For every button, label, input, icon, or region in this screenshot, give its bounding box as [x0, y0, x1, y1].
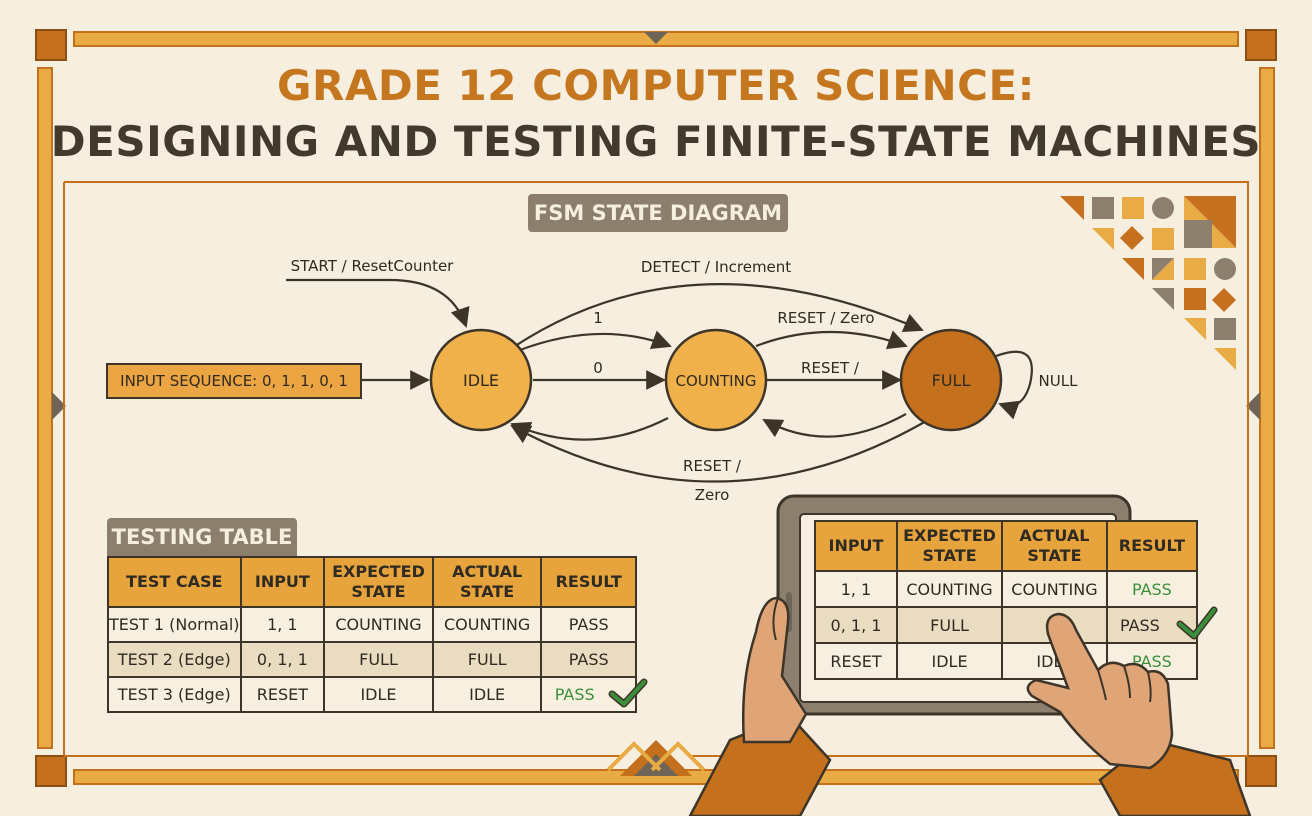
- fsm-states: [429, 328, 1003, 432]
- table-row: TEST 2 (Edge) 0, 1, 1 FULL FULL PASS: [107, 641, 637, 678]
- state-full: [899, 328, 1003, 432]
- cell-result: PASS: [1105, 606, 1199, 644]
- edge-idle-counting-top: [519, 330, 672, 352]
- cell: [1001, 606, 1108, 644]
- cell: IDLE: [895, 642, 1004, 680]
- title-line-2: DESIGNING AND TESTING FINITE-STATE MACHI…: [50, 117, 1262, 166]
- table-row: TEST 1 (Normal) 1, 1 COUNTING COUNTING P…: [107, 606, 637, 643]
- cell: FULL: [895, 606, 1004, 644]
- cell: TEST 2 (Edge): [107, 641, 242, 678]
- cell: COUNTING: [431, 606, 543, 643]
- testing-table-heading: TESTING TABLE: [107, 518, 297, 556]
- col-header: RESULT: [540, 556, 637, 608]
- cell: RESET: [239, 676, 326, 713]
- edge-counting-idle: [510, 417, 669, 441]
- cell-result: PASS: [540, 606, 637, 643]
- cell-result: PASS: [540, 641, 637, 678]
- edge-full-idle: [510, 419, 929, 483]
- geometric-pattern: [1060, 196, 1236, 370]
- cell: RESET: [814, 642, 898, 680]
- cell-result: PASS: [540, 676, 637, 713]
- tablet-table: INPUT EXPECTED STATE ACTUAL STATE RESULT…: [814, 520, 1199, 680]
- edge-start: [286, 278, 470, 328]
- edge-full-counting: [762, 413, 907, 438]
- cell: 0, 1, 1: [239, 641, 326, 678]
- cell: TEST 3 (Edge): [107, 676, 242, 713]
- cell: IDLE: [1001, 642, 1108, 680]
- col-header: EXPECTED STATE: [895, 520, 1004, 572]
- cell-result: PASS: [1105, 642, 1199, 680]
- tablet-table-header-row: INPUT EXPECTED STATE ACTUAL STATE RESULT: [814, 520, 1199, 572]
- col-header: TEST CASE: [107, 556, 242, 608]
- cell: FULL: [323, 641, 434, 678]
- cell: 1, 1: [814, 570, 898, 608]
- cell: COUNTING: [323, 606, 434, 643]
- col-header: RESULT: [1105, 520, 1199, 572]
- testing-table-heading-text: TESTING TABLE: [111, 525, 293, 549]
- col-header: INPUT: [239, 556, 326, 608]
- title-line-1: GRADE 12 COMPUTER SCIENCE:: [277, 61, 1035, 110]
- testing-table-header-row: TEST CASE INPUT EXPECTED STATE ACTUAL ST…: [107, 556, 637, 608]
- col-header: ACTUAL STATE: [431, 556, 543, 608]
- edge-detect: [511, 283, 924, 349]
- table-row: RESET IDLE IDLE PASS: [814, 642, 1199, 680]
- state-idle: [429, 328, 533, 432]
- cell: IDLE: [431, 676, 543, 713]
- input-sequence-box: [106, 363, 362, 399]
- cell: 0, 1, 1: [814, 606, 898, 644]
- col-header: ACTUAL STATE: [1001, 520, 1108, 572]
- title-block: GRADE 12 COMPUTER SCIENCE: DESIGNING AND…: [0, 60, 1312, 168]
- edge-counting-full-top: [755, 330, 908, 350]
- fsm-diagram-heading-text: FSM STATE DIAGRAM: [533, 201, 783, 225]
- state-counting: [664, 328, 768, 432]
- cell: 1, 1: [239, 606, 326, 643]
- fsm-diagram-heading: FSM STATE DIAGRAM: [528, 194, 788, 232]
- table-row: 1, 1 COUNTING COUNTING PASS: [814, 570, 1199, 608]
- testing-table: TEST CASE INPUT EXPECTED STATE ACTUAL ST…: [107, 556, 637, 713]
- fsm-edges: [286, 278, 1033, 483]
- table-row: 0, 1, 1 FULL PASS: [814, 606, 1199, 644]
- table-row: TEST 3 (Edge) RESET IDLE IDLE PASS: [107, 676, 637, 713]
- edge-full-self: [995, 350, 1033, 420]
- cell: IDLE: [323, 676, 434, 713]
- cell: COUNTING: [895, 570, 1004, 608]
- col-header: INPUT: [814, 520, 898, 572]
- decorative-frame: [35, 29, 1277, 787]
- col-header: EXPECTED STATE: [323, 556, 434, 608]
- cell-result: PASS: [1105, 570, 1199, 608]
- cell: TEST 1 (Normal): [107, 606, 242, 643]
- cell: COUNTING: [1001, 570, 1108, 608]
- cell: FULL: [431, 641, 543, 678]
